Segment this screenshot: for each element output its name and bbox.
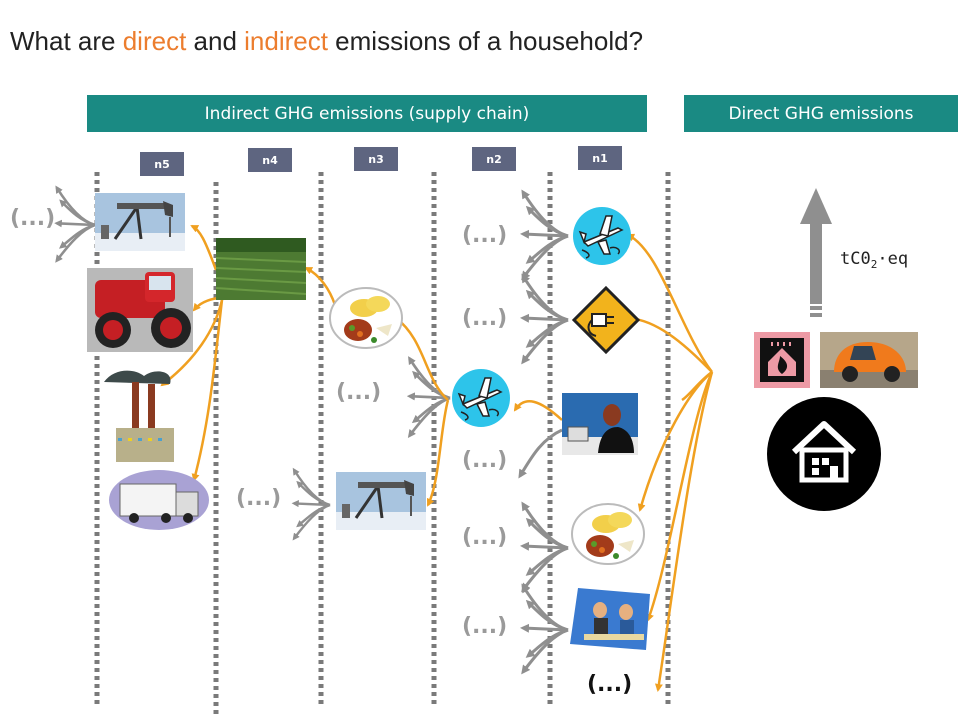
oil-pump-icon-n3 — [334, 470, 428, 532]
orange-supply-arrows — [160, 224, 714, 692]
food-plate-icon-n1 — [571, 503, 645, 565]
tractor-icon — [87, 268, 193, 352]
ellipsis-label: (...) — [10, 206, 56, 231]
direct-emissions-banner: Direct GHG emissions — [684, 95, 958, 132]
factory-icon — [104, 370, 174, 462]
unit-subscript: 2 — [870, 258, 878, 271]
car-icon — [820, 332, 918, 388]
ellipsis-label: (...) — [462, 306, 508, 331]
direct-emission-arrow — [800, 188, 832, 317]
page-title: What are direct and indirect emissions o… — [10, 26, 643, 57]
oil-pump-icon — [93, 191, 187, 253]
ellipsis-label: (...) — [462, 223, 508, 248]
electricity-plug-icon — [571, 285, 641, 355]
title-direct-highlight: direct — [122, 26, 187, 56]
heating-icon — [754, 332, 810, 388]
emission-unit-label: tC02·eq — [840, 249, 909, 271]
ellipsis-label: (...) — [462, 525, 508, 550]
restaurant-icon — [570, 588, 650, 650]
level-label-n1: n1 — [578, 146, 622, 170]
field-icon — [215, 238, 307, 300]
title-part2: and — [186, 26, 245, 56]
level-label-n2: n2 — [472, 147, 516, 171]
office-worker-icon — [562, 393, 638, 455]
airplane-icon-n2 — [451, 368, 511, 428]
level-label-n4: n4 — [248, 148, 292, 172]
food-plate-icon — [329, 287, 403, 349]
ellipsis-label: (...) — [462, 614, 508, 639]
unit-tail: ·eq — [877, 249, 909, 269]
ellipsis-label: (...) — [462, 448, 508, 473]
ellipsis-label: (...) — [587, 672, 633, 697]
truck-icon — [109, 470, 209, 530]
level-label-n5: n5 — [140, 152, 184, 176]
upstream-fans — [57, 188, 568, 672]
ellipsis-label: (...) — [336, 380, 382, 405]
house-icon — [767, 397, 881, 511]
unit-main: tC0 — [840, 249, 871, 269]
level-label-n3: n3 — [354, 147, 398, 171]
ellipsis-label: (...) — [236, 486, 282, 511]
indirect-emissions-banner: Indirect GHG emissions (supply chain) — [87, 95, 647, 132]
title-part1: What are — [10, 26, 123, 56]
title-part3: emissions of a household? — [327, 26, 644, 56]
airplane-icon-n1 — [572, 206, 632, 266]
title-indirect-highlight: indirect — [244, 26, 328, 56]
